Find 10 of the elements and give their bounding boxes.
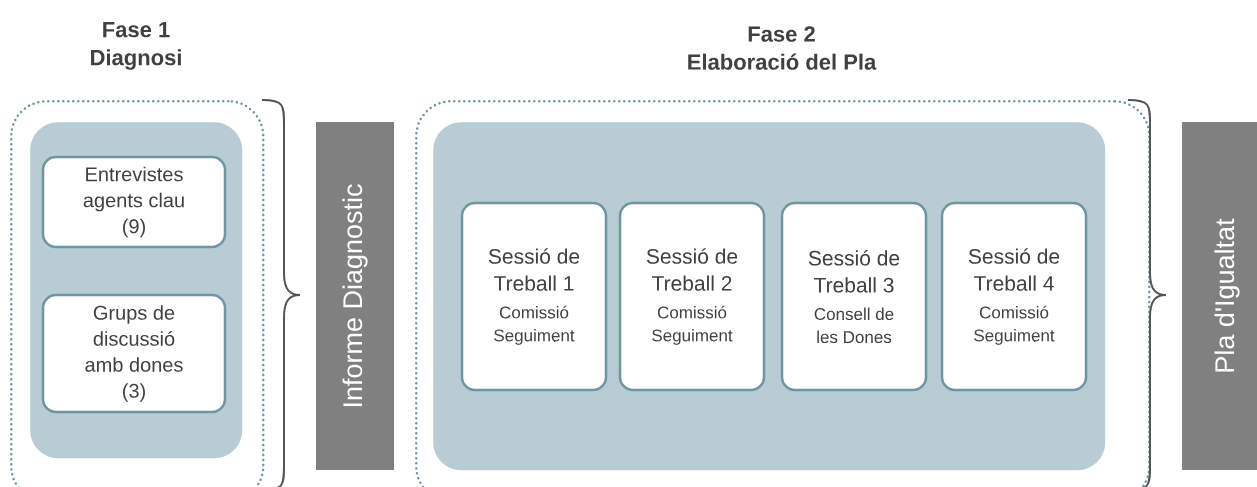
phase-heading: Fase 1 Diagnosi [91, 22, 181, 70]
session-box: Sessió de Treball 4 Comissió Seguiment [940, 201, 1088, 392]
session-box: Sessió de Treball 1 Comissió Seguiment [460, 201, 608, 392]
session-box: Sessió de Treball 2 Comissió Seguiment [618, 201, 766, 392]
text-box: Entrevistes agents clau (9) [41, 155, 227, 249]
vertical-banner: Informe Diagnostic [316, 122, 394, 470]
session-box: Sessió de Treball 3 Consell de les Dones [780, 201, 928, 392]
vertical-banner: Pla d'Igualtat [1182, 122, 1257, 470]
text-box: Grups de discussió amb dones (3) [41, 293, 227, 414]
phase-heading: Fase 2 Elaboració del Pla [688, 26, 877, 70]
